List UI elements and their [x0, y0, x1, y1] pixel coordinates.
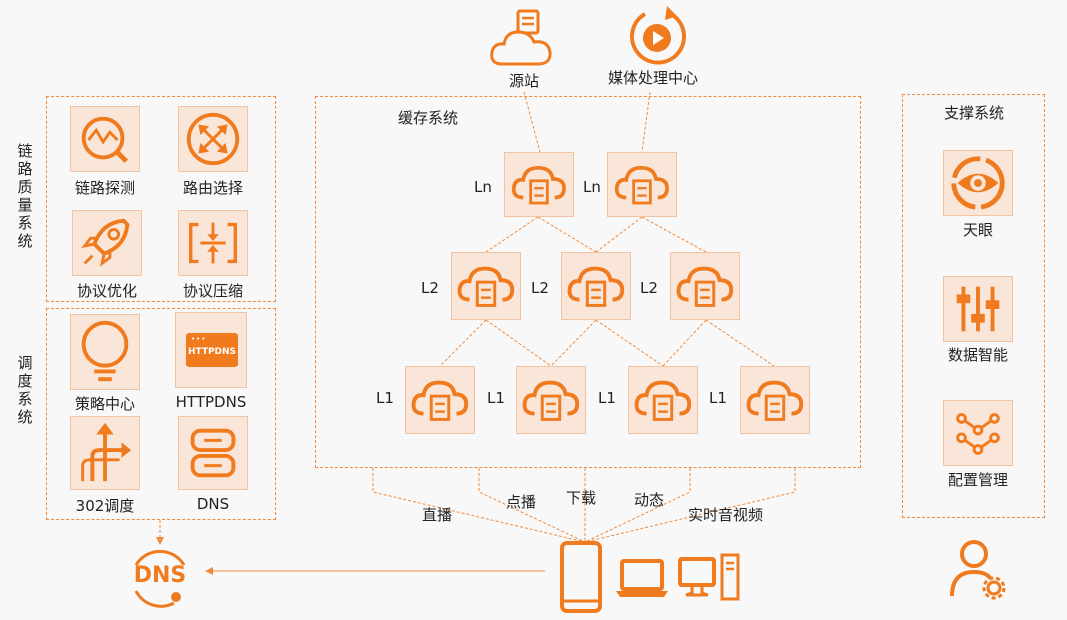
level-l2-label: L2	[531, 279, 549, 297]
sky-eye-tile[interactable]	[943, 150, 1013, 216]
cache-node-l1[interactable]	[628, 366, 698, 434]
link-probe-icon	[81, 116, 129, 164]
level-l1-label: L1	[709, 389, 727, 407]
httpdns-label: HTTPDNS	[175, 393, 247, 411]
cloud-server-icon	[746, 380, 804, 421]
dns-tile[interactable]	[178, 416, 248, 490]
cloud-server-icon	[676, 266, 734, 307]
route-select-label: 路由选择	[182, 179, 243, 197]
httpdns-badge-text: HTTPDNS	[187, 347, 237, 357]
dns-globe-icon: DNS	[120, 545, 200, 609]
dns-label: DNS	[196, 495, 230, 513]
service-vod-label: 点播	[506, 493, 537, 511]
policy-center-label: 策略中心	[74, 395, 135, 413]
level-l2-label: L2	[640, 279, 658, 297]
link-probe-tile[interactable]	[70, 106, 140, 172]
redirect-302-tile[interactable]	[70, 416, 140, 490]
lightbulb-icon	[81, 320, 129, 382]
link-quality-title: 链路质量系统	[17, 142, 33, 250]
cache-node-ln[interactable]	[504, 152, 574, 217]
link-probe-label: 链路探测	[74, 179, 135, 197]
support-system-group	[902, 94, 1045, 518]
media-process-icon	[627, 4, 687, 68]
scheduling-title: 调度系统	[17, 354, 33, 426]
cloud-server-icon	[411, 380, 469, 421]
protocol-compress-label: 协议压缩	[182, 282, 243, 300]
cloud-server-icon	[567, 266, 625, 307]
protocol-optimize-label: 协议优化	[76, 282, 137, 300]
service-dynamic-label: 动态	[634, 491, 665, 509]
server-stack-icon	[190, 428, 236, 478]
cache-node-ln[interactable]	[607, 152, 677, 217]
sliders-icon	[956, 286, 1000, 332]
cache-node-l2[interactable]	[561, 252, 631, 320]
cloud-server-icon	[614, 165, 669, 205]
cloud-server-icon	[522, 380, 580, 421]
route-select-icon	[186, 112, 240, 166]
cache-node-l1[interactable]	[516, 366, 586, 434]
protocol-optimize-tile[interactable]	[72, 210, 142, 276]
level-l1-label: L1	[598, 389, 616, 407]
level-l1-label: L1	[487, 389, 505, 407]
level-l2-label: L2	[421, 279, 439, 297]
cache-node-l2[interactable]	[451, 252, 521, 320]
cache-node-l1[interactable]	[405, 366, 475, 434]
httpdns-badge-icon: ••• HTTPDNS	[186, 333, 238, 367]
compress-icon	[189, 222, 237, 264]
origin-label: 源站	[508, 72, 539, 90]
cloud-server-icon	[457, 266, 515, 307]
config-manage-label: 配置管理	[947, 471, 1008, 489]
cache-system-group	[315, 96, 861, 468]
sky-eye-label: 天眼	[962, 221, 993, 239]
support-system-title: 支撑系统	[943, 104, 1004, 122]
level-ln-label: Ln	[474, 178, 492, 196]
network-nodes-icon	[956, 413, 1000, 455]
policy-center-tile[interactable]	[70, 314, 140, 390]
scheduling-group	[46, 308, 276, 520]
redirect-302-label: 302调度	[75, 497, 135, 515]
config-manage-tile[interactable]	[943, 400, 1013, 466]
data-intelligence-label: 数据智能	[947, 346, 1008, 364]
cloud-server-icon	[511, 165, 566, 205]
level-ln-label: Ln	[583, 178, 601, 196]
cache-node-l2[interactable]	[670, 252, 740, 320]
service-rtc-label: 实时音视频	[688, 506, 764, 524]
rocket-icon	[81, 218, 130, 267]
level-l1-label: L1	[376, 389, 394, 407]
httpdns-tile[interactable]: ••• HTTPDNS	[175, 312, 247, 388]
protocol-compress-tile[interactable]	[178, 210, 248, 276]
devices-icon	[558, 541, 744, 613]
origin-cloud-icon	[488, 8, 554, 68]
cache-node-l1[interactable]	[740, 366, 810, 434]
split-arrows-icon	[81, 422, 132, 482]
user-settings-icon	[948, 538, 1008, 600]
cache-system-title: 缓存系统	[398, 109, 459, 127]
media-center-label: 媒体处理中心	[607, 69, 698, 87]
service-download-label: 下载	[566, 489, 597, 507]
route-select-tile[interactable]	[178, 106, 248, 172]
cloud-server-icon	[634, 380, 692, 421]
eye-icon	[951, 156, 1005, 210]
link-quality-group	[46, 96, 276, 302]
dns-logo-text: DNS	[133, 563, 187, 588]
service-live-label: 直播	[422, 506, 453, 524]
data-intelligence-tile[interactable]	[943, 276, 1013, 342]
